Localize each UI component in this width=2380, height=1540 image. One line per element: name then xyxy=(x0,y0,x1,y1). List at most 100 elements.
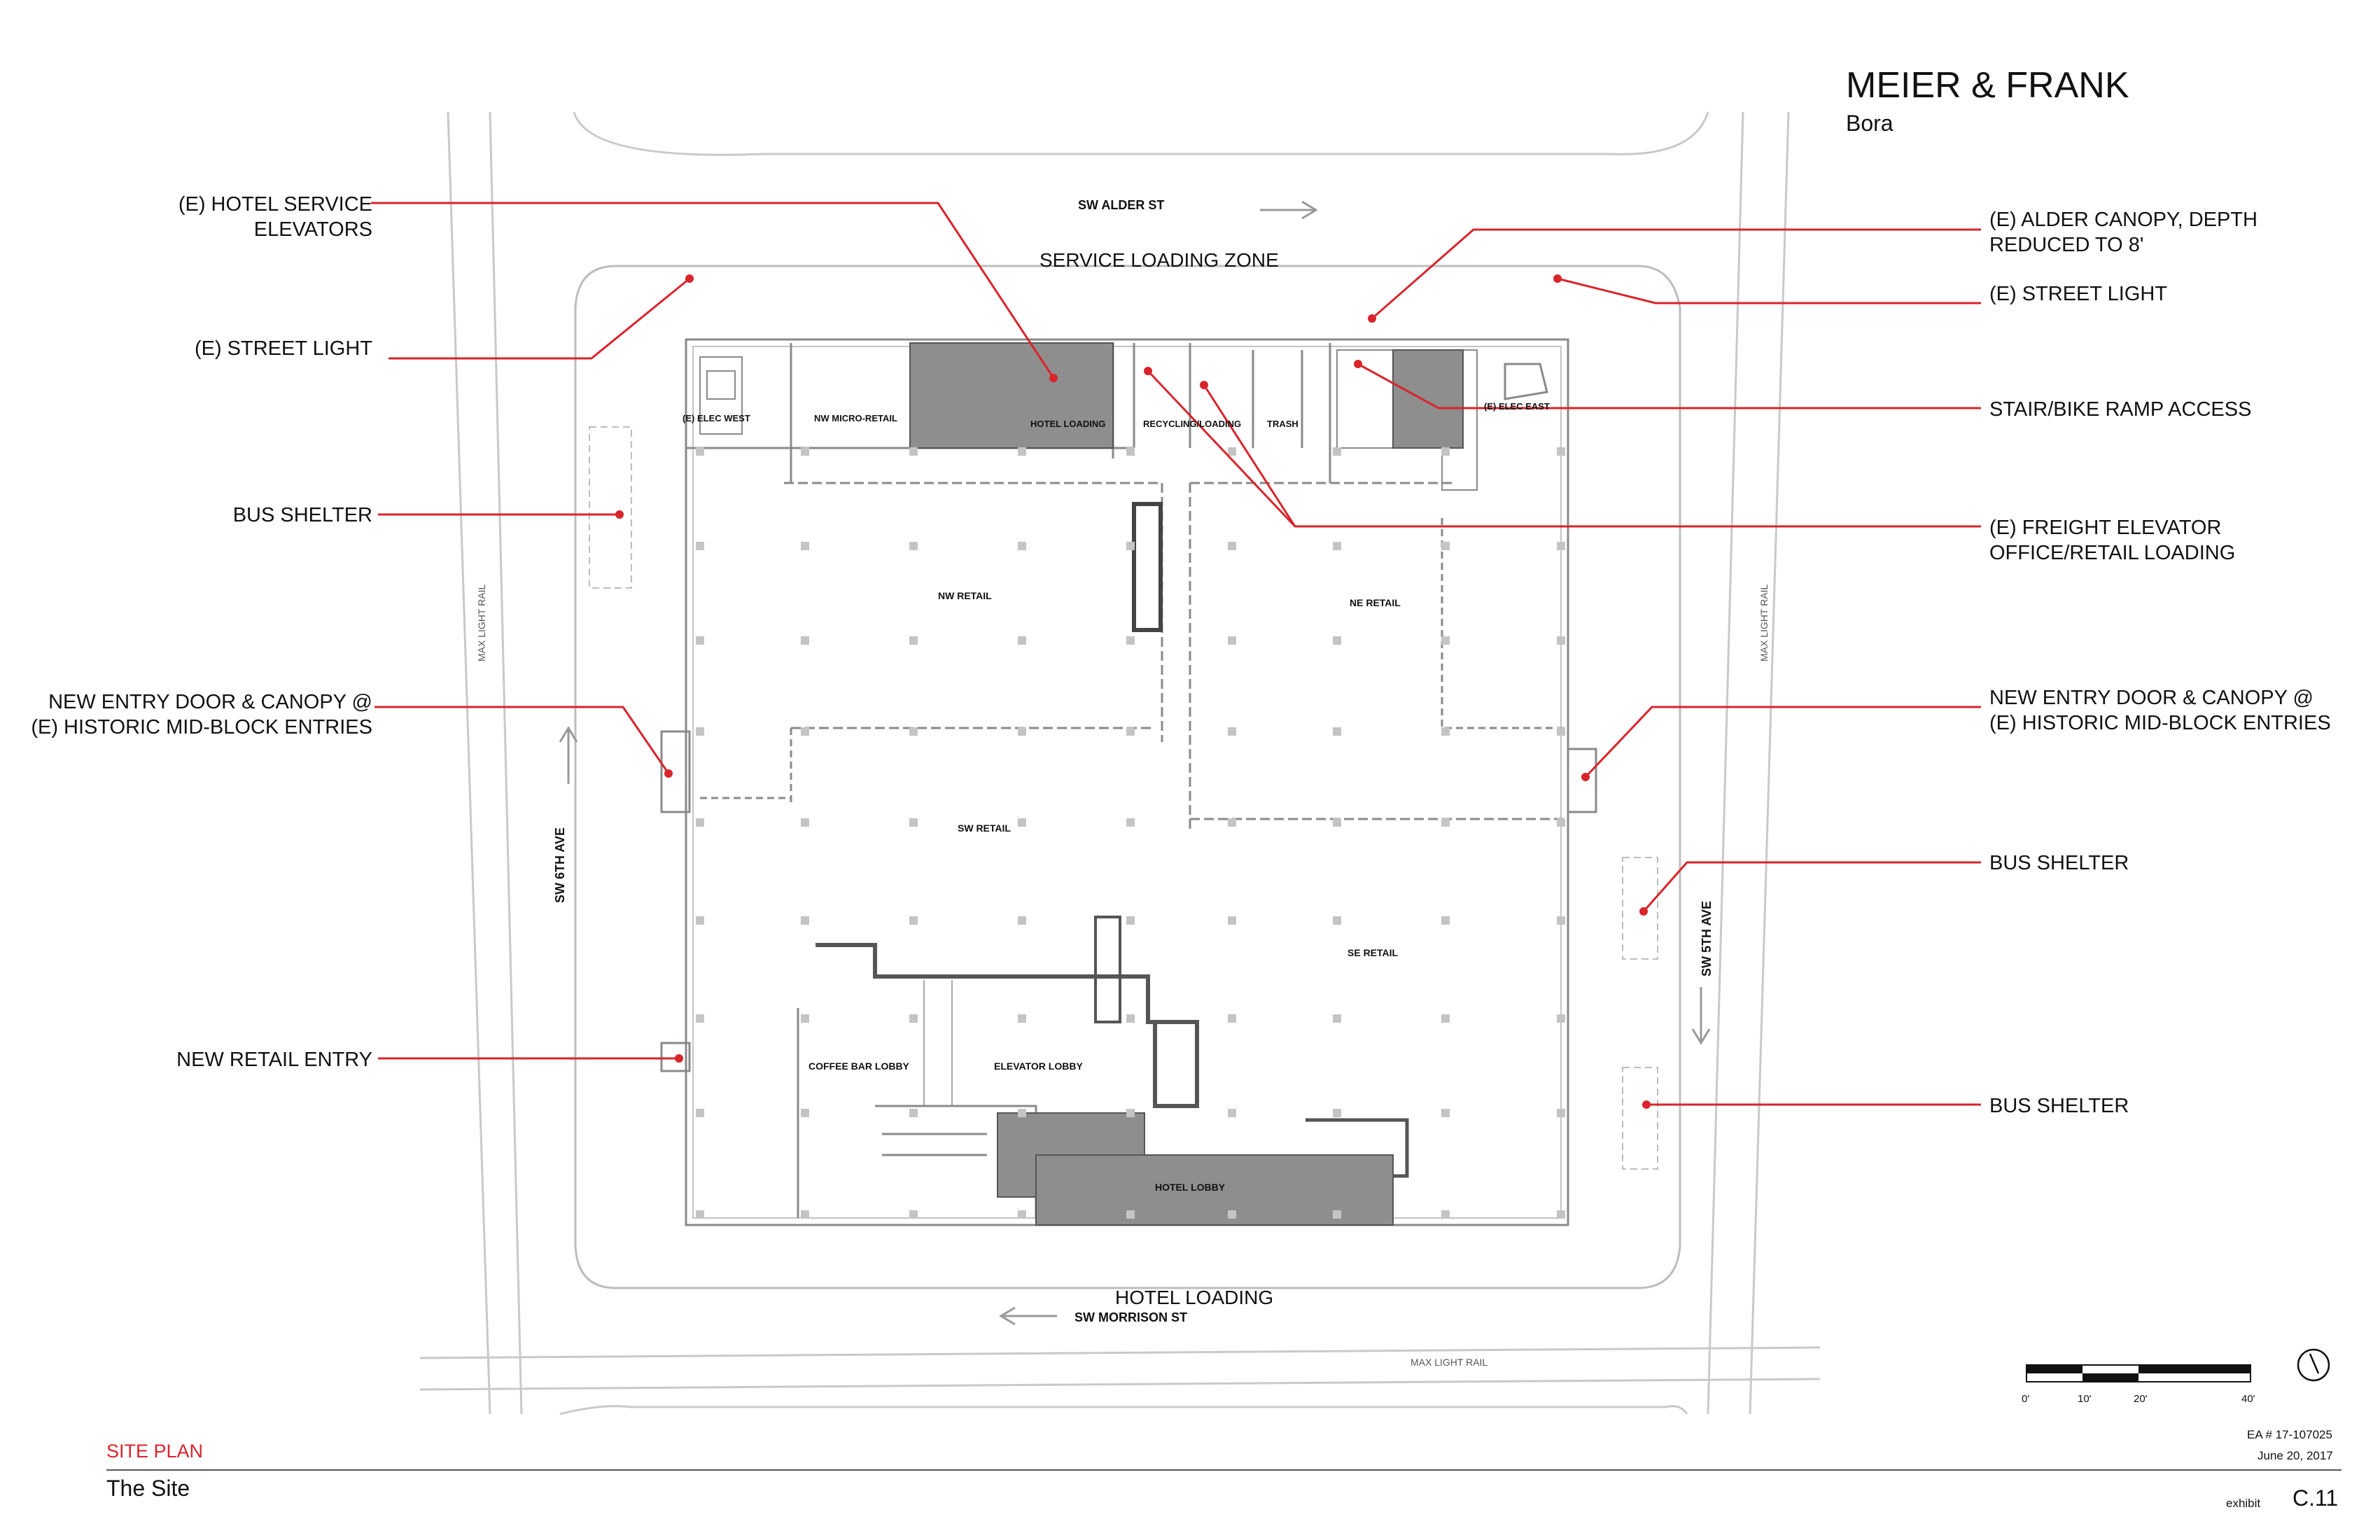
structural-column xyxy=(1441,1109,1450,1117)
structural-column xyxy=(1018,916,1026,925)
leader-dot xyxy=(615,510,624,519)
callout-line: (E) HISTORIC MID-BLOCK ENTRIES xyxy=(31,716,372,738)
structural-column xyxy=(801,1109,809,1117)
callout-new-retail-entry: NEW RETAIL ENTRY xyxy=(176,1047,372,1072)
scale-tick: 20' xyxy=(2134,1393,2148,1405)
traffic-arrows xyxy=(559,200,1711,1326)
structural-columns xyxy=(696,447,1565,1219)
structural-column xyxy=(1441,818,1450,827)
structural-column xyxy=(909,1014,918,1023)
structural-column xyxy=(1557,447,1565,456)
street-label-east: SW 5TH AVE xyxy=(1700,900,1714,976)
structural-column xyxy=(801,447,809,456)
structural-column xyxy=(1126,447,1135,456)
callout-line: (E) FREIGHT ELEVATOR xyxy=(1989,517,2222,539)
leader-line xyxy=(1371,228,1981,320)
structural-column xyxy=(696,447,704,456)
structural-column xyxy=(909,636,918,645)
structural-column xyxy=(909,916,918,925)
structural-column xyxy=(801,1210,809,1219)
rail-label-east: MAX LIGHT RAIL xyxy=(1758,584,1770,662)
dark-fill-zones xyxy=(909,342,1464,1226)
scale-bar xyxy=(2026,1364,2251,1382)
structural-column xyxy=(1126,916,1135,925)
room-nw-micro-retail: NW MICRO-RETAIL xyxy=(814,413,897,424)
structural-column xyxy=(1018,1210,1026,1219)
sheet-label: SITE PLAN xyxy=(106,1441,204,1462)
leader-dot xyxy=(1144,367,1152,375)
leader-line xyxy=(1557,277,1981,304)
scale-tick: 10' xyxy=(2078,1393,2092,1405)
room-recycling-loading: RECYCLING/LOADING xyxy=(1143,419,1242,429)
structural-column xyxy=(696,542,704,550)
structural-column xyxy=(696,818,704,827)
structural-column xyxy=(1441,1210,1450,1219)
callout-line: (E) HOTEL SERVICE xyxy=(178,193,372,216)
callout-new-entry-east: NEW ENTRY DOOR & CANOPY @ (E) HISTORIC M… xyxy=(1989,685,2331,736)
exhibit-label: exhibit xyxy=(2226,1497,2261,1510)
structural-column xyxy=(801,727,809,736)
structural-column xyxy=(1018,447,1026,456)
structural-column xyxy=(1441,1014,1450,1023)
structural-column xyxy=(1018,1014,1026,1023)
callout-bus-shelter-east-2: BUS SHELTER xyxy=(1989,1093,2129,1119)
structural-column xyxy=(1228,1210,1236,1219)
room-elec-west: (E) ELEC WEST xyxy=(682,413,750,424)
leader-dot xyxy=(1639,907,1648,916)
structural-column xyxy=(1018,818,1026,827)
room-elec-east: (E) ELEC EAST xyxy=(1484,401,1550,412)
sheet-name: The Site xyxy=(106,1476,190,1501)
building-outline xyxy=(660,338,1597,1226)
structural-column xyxy=(1333,818,1341,827)
structural-column xyxy=(801,636,809,645)
structural-column xyxy=(1557,542,1565,550)
structural-column xyxy=(1557,818,1565,827)
room-hotel-loading: HOTEL LOADING xyxy=(1030,419,1106,429)
leader-dot xyxy=(1200,381,1208,389)
bus-shelters xyxy=(589,426,1658,1170)
callout-line: (E) ALDER CANOPY, DEPTH xyxy=(1989,209,2258,231)
street-label-west: SW 6TH AVE xyxy=(553,827,567,903)
structural-column xyxy=(1441,727,1450,736)
leader-dot xyxy=(1553,274,1562,283)
structural-column xyxy=(696,1014,704,1023)
callout-line: ELEVATORS xyxy=(253,218,372,241)
structural-column xyxy=(1333,542,1341,550)
structural-column xyxy=(1333,1014,1341,1023)
structural-column xyxy=(696,916,704,925)
structural-column xyxy=(1228,727,1236,736)
exhibit-number: C.11 xyxy=(2292,1485,2339,1511)
structural-column xyxy=(1441,636,1450,645)
structural-column xyxy=(801,916,809,925)
leader-line xyxy=(371,202,1055,379)
callout-hotel-service-elevators: (E) HOTEL SERVICE ELEVATORS xyxy=(178,192,372,242)
leader-line xyxy=(374,706,670,774)
callout-street-light-west: (E) STREET LIGHT xyxy=(195,336,372,361)
callout-leader-dots xyxy=(615,274,1651,1109)
structural-column xyxy=(1557,916,1565,925)
leader-dot xyxy=(1049,374,1058,382)
structural-column xyxy=(1126,542,1135,550)
structural-column xyxy=(1126,727,1135,736)
room-sw-retail: SW RETAIL xyxy=(958,822,1011,834)
structural-column xyxy=(1228,542,1236,550)
structural-column xyxy=(1441,542,1450,550)
sheet-date: June 20, 2017 xyxy=(2258,1449,2333,1462)
structural-column xyxy=(909,727,918,736)
structural-column xyxy=(1228,1109,1236,1117)
hotel-loading-street-label: HOTEL LOADING xyxy=(1115,1287,1274,1308)
structural-column xyxy=(696,727,704,736)
structural-column xyxy=(909,542,918,550)
structural-column xyxy=(1557,636,1565,645)
callout-line: NEW RETAIL ENTRY xyxy=(176,1049,372,1071)
structural-column xyxy=(909,818,918,827)
leader-line xyxy=(1203,384,1296,527)
leader-line xyxy=(1642,861,1981,912)
rail-label-south: MAX LIGHT RAIL xyxy=(1410,1357,1488,1368)
structural-column xyxy=(1333,1109,1341,1117)
callout-line: BUS SHELTER xyxy=(232,504,372,526)
structural-column xyxy=(801,1014,809,1023)
leader-dot xyxy=(1642,1100,1651,1109)
room-nw-retail: NW RETAIL xyxy=(938,590,992,601)
